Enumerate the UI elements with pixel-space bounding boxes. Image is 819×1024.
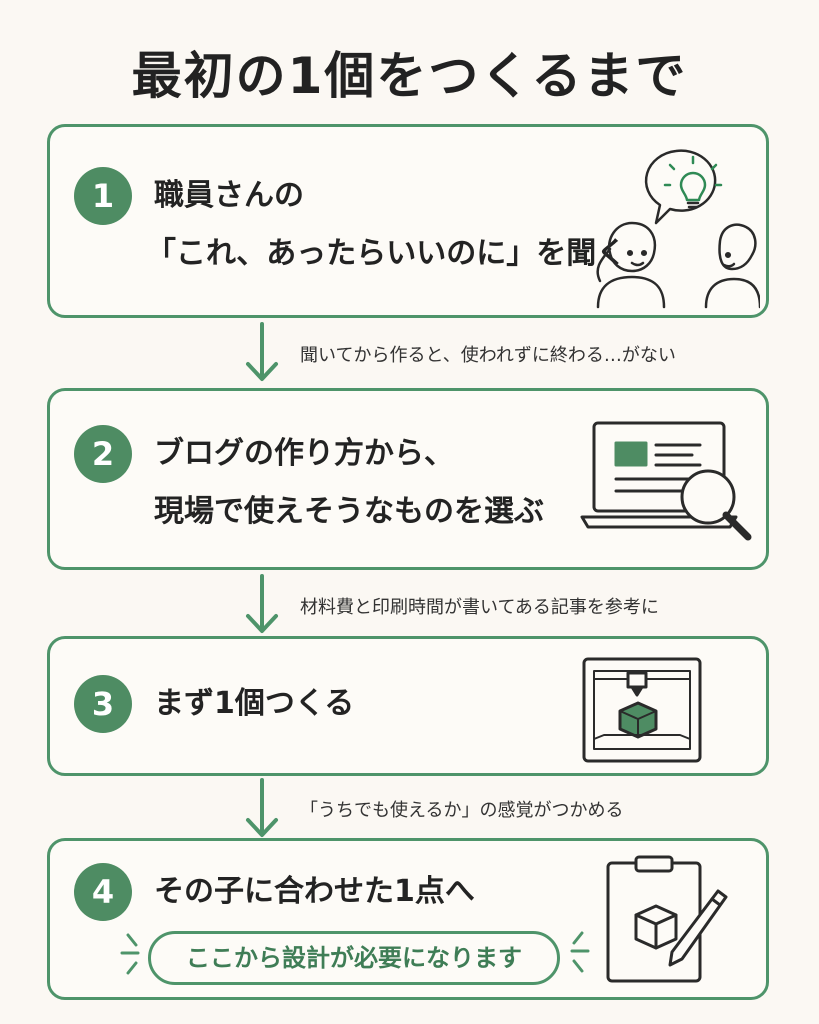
step-card-1: 1 職員さんの 「これ、あったらいいのに」を聞く [47,124,769,318]
step-note-1: 聞いてから作ると、使われずに終わる…がない [300,345,676,366]
design-needed-pill: ここから設計が必要になります [148,931,560,985]
sparkle-right-icon [570,931,590,973]
step-title-line2: 「これ、あったらいいのに」を聞く [146,236,627,271]
lightbulb-conversation-icon [596,149,760,309]
step-note-3: 「うちでも使えるか」の感覚がつかめる [300,800,624,821]
down-arrow-icon [246,322,278,381]
step-note-2: 材料費と印刷時間が書いてある記事を参考に [300,597,659,618]
step-title-line1: ブログの作り方から、 [154,436,454,471]
page-title: 最初の1個をつくるまで [131,47,688,105]
sparkle-left-icon [120,933,140,975]
step-title-line1: 職員さんの [154,178,304,213]
step-number-badge: 2 [74,425,132,483]
step-card-2: 2 ブログの作り方から、 現場で使えそうなものを選ぶ [47,388,769,570]
down-arrow-icon [246,778,278,837]
step-card-3: 3 まず1個つくる [47,636,769,776]
step-card-4: 4 その子に合わせた1点へ ここから設計が必要になります [47,838,769,1000]
down-arrow-icon [246,574,278,633]
step-number-badge: 1 [74,167,132,225]
step-number-badge: 3 [74,675,132,733]
3d-printer-icon [582,657,702,763]
step-title-line1: その子に合わせた1点へ [154,874,475,909]
laptop-magnifier-icon [580,421,752,541]
clipboard-pencil-icon [606,855,728,983]
step-title-line1: まず1個つくる [154,686,355,721]
step-number-badge: 4 [74,863,132,921]
step-title-line2: 現場で使えそうなものを選ぶ [154,494,544,529]
